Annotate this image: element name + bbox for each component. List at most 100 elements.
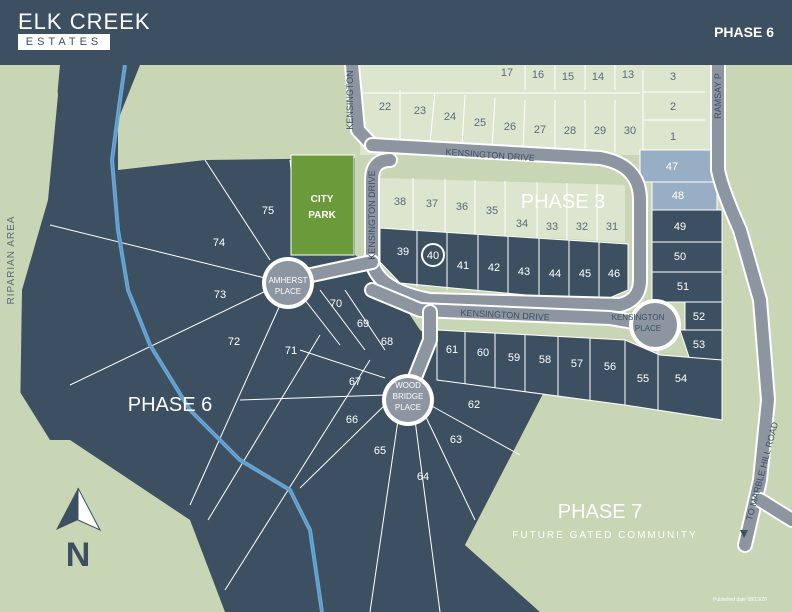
phase6-region xyxy=(0,65,545,612)
lot-67: 67 xyxy=(349,376,361,388)
kensington-place-label-1: KENSINGTON xyxy=(612,313,665,322)
kensington-vertical-top-label: KENSINGTON xyxy=(345,70,355,129)
lot-59: 59 xyxy=(508,352,520,364)
lot-numbers: 17 16 15 14 13 3 2 1 22 23 24 25 26 27 2… xyxy=(213,67,705,483)
lot-15: 15 xyxy=(562,71,574,83)
lot-17: 17 xyxy=(501,67,513,79)
lot-50-shape xyxy=(651,241,723,273)
lot-73: 73 xyxy=(214,289,226,301)
lot-68: 68 xyxy=(381,336,393,348)
lot-71: 71 xyxy=(285,345,297,357)
lot-24: 24 xyxy=(444,111,456,123)
lot-31: 31 xyxy=(606,221,618,233)
lot-1: 1 xyxy=(670,131,676,143)
lot-48: 48 xyxy=(672,190,684,202)
compass-icon: N xyxy=(56,487,102,574)
riparian-area-label: RIPARIAN AREA xyxy=(6,216,17,305)
lot-32: 32 xyxy=(576,221,588,233)
lot-60: 60 xyxy=(477,347,489,359)
phase7-label: PHASE 7 xyxy=(558,501,642,523)
lot-65: 65 xyxy=(374,445,386,457)
arrow-down-icon xyxy=(740,530,748,538)
lot-52: 52 xyxy=(693,311,705,323)
kensington-drive-vertical-label: KENSINGTON DRIVE xyxy=(367,170,377,259)
lot-39: 39 xyxy=(397,246,409,258)
woodbridge-label-3: PLACE xyxy=(395,403,421,412)
lot-74: 74 xyxy=(213,237,225,249)
lot-23: 23 xyxy=(414,105,426,117)
kensington-drive-mid-label: KENSINGTON DRIVE xyxy=(460,308,550,323)
amherst-label-1: AMHERST xyxy=(268,276,307,285)
lot-22: 22 xyxy=(379,101,391,113)
lot-48-shape xyxy=(651,181,718,211)
lot-53: 53 xyxy=(693,339,705,351)
lot-41: 41 xyxy=(457,260,469,272)
lot-49: 49 xyxy=(674,221,686,233)
lot-27: 27 xyxy=(534,124,546,136)
lot-72: 72 xyxy=(228,336,240,348)
highlight-lot-40-ring xyxy=(421,243,445,267)
lot-29: 29 xyxy=(594,125,606,137)
lot-25: 25 xyxy=(474,117,486,129)
lots-39-46-lines xyxy=(416,230,600,301)
amherst-label-2: PLACE xyxy=(275,287,301,296)
lot-62: 62 xyxy=(468,399,480,411)
lot-66: 66 xyxy=(346,414,358,426)
lot-2: 2 xyxy=(670,101,676,113)
kensington-place-label-2: PLACE xyxy=(635,324,661,333)
phase6-label: PHASE 6 xyxy=(128,394,212,416)
lot-55: 55 xyxy=(637,373,649,385)
phase3-inner-lines xyxy=(412,178,598,241)
compass-n: N xyxy=(66,536,91,574)
lot-54: 54 xyxy=(675,373,687,385)
upper-lot-lines xyxy=(360,65,705,153)
lot-37: 37 xyxy=(426,198,438,210)
phase-title: PHASE 6 xyxy=(714,24,774,40)
lots-54-61-block xyxy=(436,329,723,421)
city-park-label-1: CITY xyxy=(311,194,334,205)
lot-26: 26 xyxy=(504,121,516,133)
phase3-label: PHASE 3 xyxy=(521,191,605,213)
lots-54-61-lines xyxy=(464,331,659,410)
phase3-inner-lots xyxy=(378,178,625,242)
lot-43: 43 xyxy=(518,266,530,278)
lot-75: 75 xyxy=(262,205,274,217)
lot-14: 14 xyxy=(592,71,604,83)
lot-35: 35 xyxy=(486,205,498,217)
lot-33: 33 xyxy=(546,221,558,233)
lot-13: 13 xyxy=(622,69,634,81)
lot-38: 38 xyxy=(394,196,406,208)
lot-51: 51 xyxy=(677,281,689,293)
lot-63: 63 xyxy=(450,434,462,446)
lot-47: 47 xyxy=(666,161,678,173)
site-map: 17 16 15 14 13 3 2 1 22 23 24 25 26 27 2… xyxy=(0,65,792,612)
logo-text: ELK CREEK xyxy=(18,9,151,34)
lot-61: 61 xyxy=(446,344,458,356)
road-network xyxy=(262,65,792,553)
lot-45: 45 xyxy=(579,268,591,280)
lot-50: 50 xyxy=(674,251,686,263)
woodbridge-label-2: BRIDGE xyxy=(393,392,424,401)
header-bar: ELK CREEK ESTATES PHASE 6 xyxy=(0,0,792,65)
woodbridge-label-1: WOOD xyxy=(395,381,421,390)
ramsay-label: RAMSAY P xyxy=(713,73,723,119)
lot-70: 70 xyxy=(330,298,342,310)
city-park-label-2: PARK xyxy=(308,210,336,221)
lot-57: 57 xyxy=(571,358,583,370)
lot-40: 40 xyxy=(427,250,439,262)
lot-34: 34 xyxy=(516,218,528,230)
phase6-lot-lines xyxy=(49,159,521,612)
lot-49-shape xyxy=(651,209,723,243)
phase7-region xyxy=(465,390,792,612)
lot-58: 58 xyxy=(539,354,551,366)
future-community-label: FUTURE GATED COMMUNITY xyxy=(512,530,697,541)
lot-44: 44 xyxy=(549,268,561,280)
creek xyxy=(109,65,324,612)
published-date: Published date 08/13/20 xyxy=(713,597,767,603)
lot-69: 69 xyxy=(357,318,369,330)
lot-64: 64 xyxy=(417,471,429,483)
city-park xyxy=(290,154,355,256)
lot-56: 56 xyxy=(604,361,616,373)
lot-36: 36 xyxy=(456,201,468,213)
riparian-zone xyxy=(0,65,60,420)
